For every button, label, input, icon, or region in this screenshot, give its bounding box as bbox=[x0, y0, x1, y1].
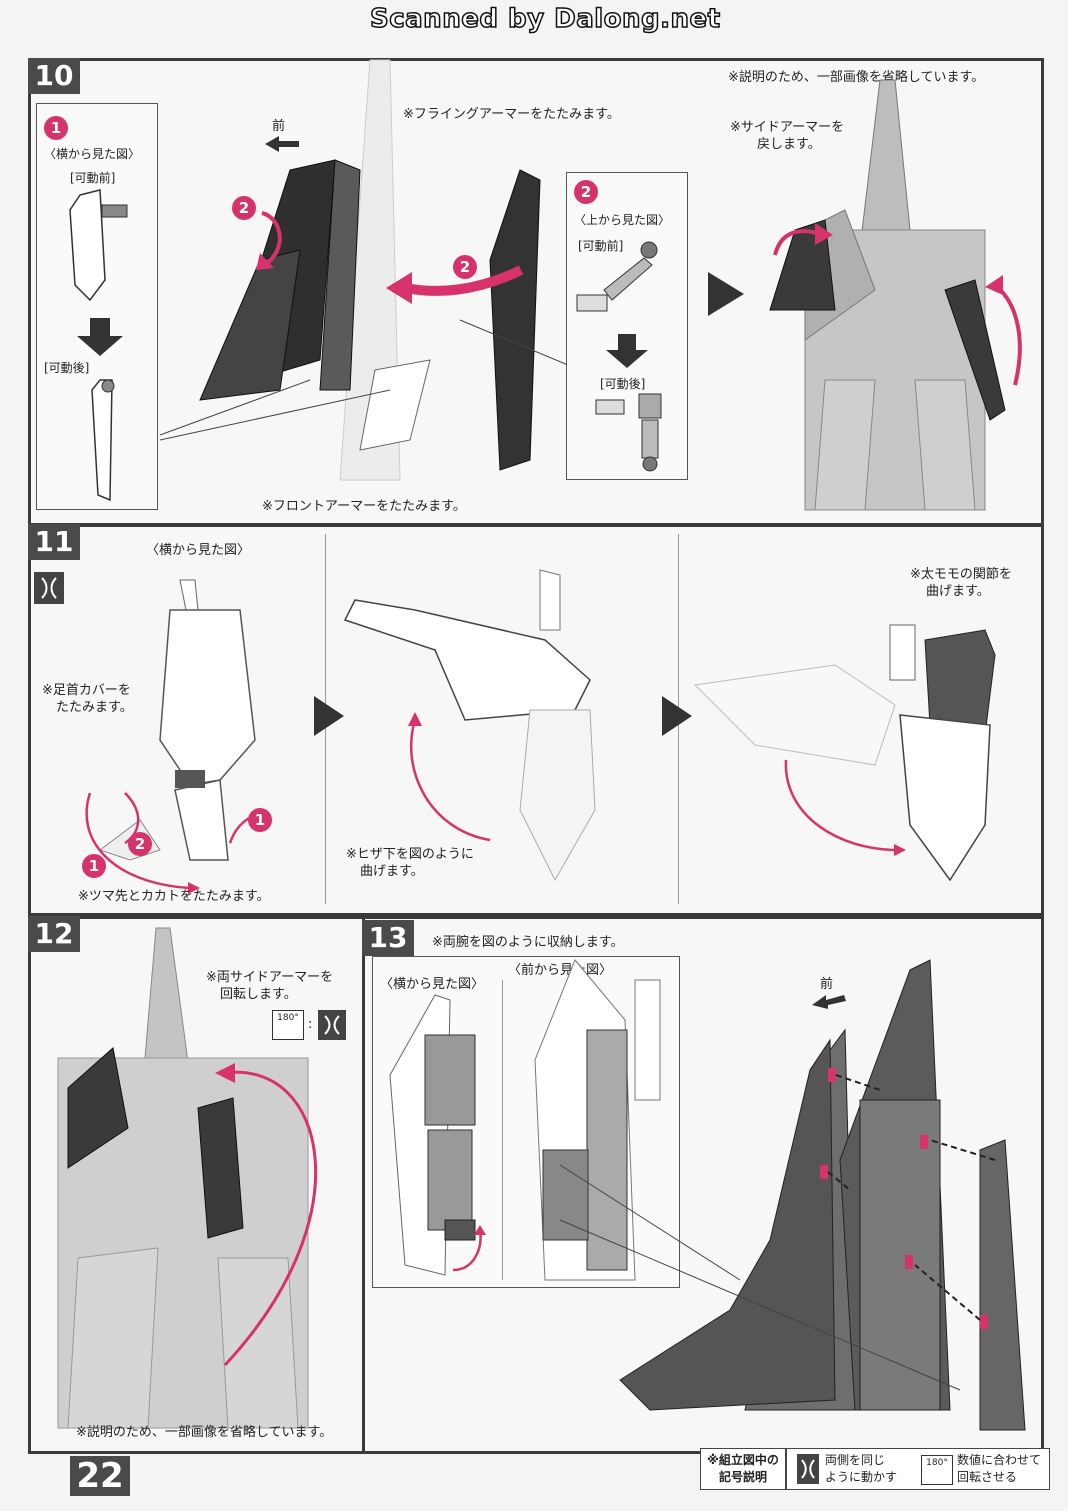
step-11-side-view-label: 〈横から見た図〉 bbox=[146, 543, 251, 558]
legend-both-sides-glyph bbox=[801, 1459, 815, 1479]
step-11-pink-arcs-1 bbox=[85, 792, 261, 894]
step-12-note-rotate-2: 回転します。 bbox=[220, 987, 297, 1002]
step-11-note-ankle-2: たたみます。 bbox=[56, 700, 133, 715]
step-11-marker-1-right: 1 bbox=[248, 808, 272, 832]
step-10-right-illustration bbox=[769, 79, 1006, 511]
step-10-top-down-arrow bbox=[606, 334, 648, 368]
step-10-right-curve-arrows bbox=[773, 223, 1022, 386]
step-10-marker-2b: 2 bbox=[453, 255, 477, 279]
step-10-next-arrow bbox=[708, 272, 744, 316]
step-10-main-illustration bbox=[159, 59, 581, 481]
step-10-note-flying-armor: ※フライングアーマーをたたみます。 bbox=[403, 107, 620, 122]
step-11-marker-2: 2 bbox=[128, 832, 152, 856]
step-11-next-arrow-1 bbox=[314, 696, 344, 736]
step-11-pink-arc-2 bbox=[408, 712, 491, 842]
step-11-note-thigh-2: 曲げます。 bbox=[926, 584, 990, 599]
step-13-front-label: 前 bbox=[820, 977, 834, 992]
step-11-pink-arc-3 bbox=[784, 759, 906, 856]
step-11-next-arrow-2 bbox=[662, 696, 692, 736]
legend-item2-2: 回転させる bbox=[957, 1470, 1018, 1484]
step-10-side-after-illustration bbox=[91, 379, 115, 502]
step-13-pink-arc bbox=[452, 1225, 486, 1272]
step-10-note-side-armor-2: 戻します。 bbox=[757, 137, 821, 152]
step-13-front-arrow bbox=[812, 995, 846, 1009]
legend-rotate-text: 180° bbox=[926, 1458, 948, 1468]
step-10-number: 10 bbox=[28, 58, 80, 94]
step-11-note-ankle-1: ※足首カバーを bbox=[42, 683, 131, 698]
symbol-legend: ※組立図中の 記号説明 両側を同じ ように動かす 180° 数値に合わせて 回転… bbox=[700, 1448, 1050, 1490]
page-number: 22 bbox=[70, 1456, 130, 1496]
step-12-both-sides-icon bbox=[324, 1015, 340, 1035]
step-10-pink-left-arrow bbox=[386, 265, 524, 304]
step-10-after-label: [可動後] bbox=[44, 361, 90, 375]
step-10-marker-1: 1 bbox=[44, 116, 68, 140]
step-10-curve-arrow bbox=[256, 211, 282, 270]
step-10-side-view-label: 〈横から見た図〉 bbox=[44, 147, 141, 161]
step-10-note-side-armor-1: ※サイドアーマーを bbox=[730, 120, 845, 135]
step-10-top-marker-2: 2 bbox=[574, 180, 598, 204]
step-12-colon: : bbox=[308, 1017, 313, 1032]
step-11-note-knee-2: 曲げます。 bbox=[360, 864, 424, 879]
step-10-top-after-label: [可動後] bbox=[600, 377, 646, 391]
step-10-top-after-illustration bbox=[595, 393, 662, 472]
legend-item2-1: 数値に合わせて bbox=[957, 1453, 1042, 1467]
step-10-before-label: [可動前] bbox=[70, 171, 116, 185]
step-10-note-omit: ※説明のため、一部画像を省略しています。 bbox=[728, 70, 985, 85]
step-13-side-view-label: 〈横から見た図〉 bbox=[380, 977, 485, 992]
step-13-side-view-illustration bbox=[389, 994, 476, 1276]
step-11-leg-illustration-3 bbox=[693, 624, 996, 882]
legend-title-2: 記号説明 bbox=[718, 1470, 767, 1484]
step-10-front-label: 前 bbox=[272, 119, 286, 134]
step-12-number: 12 bbox=[28, 916, 80, 952]
step-10-top-view-label: 〈上から見た図〉 bbox=[574, 213, 671, 227]
legend-title-bg bbox=[701, 1449, 783, 1489]
legend-item1-1: 両側を同じ bbox=[825, 1453, 886, 1467]
rotate-180-text: 180° bbox=[277, 1013, 299, 1023]
step-13-inset-divider bbox=[502, 980, 503, 1280]
step-11-note-thigh-1: ※太モモの関節を bbox=[910, 567, 1012, 582]
rotate-180-symbol: 180° bbox=[272, 1010, 304, 1040]
step-11-note-knee-1: ※ヒザ下を図のように bbox=[346, 847, 474, 862]
step-12-rotate-arc bbox=[215, 1063, 318, 1367]
step-11-number: 11 bbox=[28, 524, 80, 560]
step-13-note-arms: ※両腕を図のように収納します。 bbox=[432, 935, 624, 950]
both-sides-icon bbox=[41, 577, 57, 599]
step-10-note-front-armor: ※フロントアーマーをたたみます。 bbox=[262, 499, 466, 514]
step-10-side-before-illustration bbox=[69, 189, 128, 302]
step-13-front-view-illustration bbox=[534, 959, 661, 1281]
step-13-main-illustration bbox=[559, 959, 1026, 1431]
step-11-note-toe: ※ツマ先とカカトをたたみます。 bbox=[78, 889, 270, 904]
step-12-both-sides-symbol bbox=[318, 1010, 346, 1040]
step-10-down-arrow bbox=[77, 318, 123, 356]
step-12-note-omit: ※説明のため、一部画像を省略しています。 bbox=[76, 1425, 333, 1440]
legend-title-1: ※組立図中の bbox=[707, 1453, 779, 1467]
step-11-leg-illustration-1 bbox=[98, 579, 256, 861]
step-10-marker-2: 2 bbox=[232, 196, 256, 220]
step-11-leg-illustration-2 bbox=[343, 569, 596, 882]
legend-divider bbox=[785, 1449, 787, 1489]
legend-both-sides-icon bbox=[797, 1454, 819, 1484]
legend-rotate-icon: 180° bbox=[921, 1455, 953, 1485]
step-10-front-arrow bbox=[265, 136, 299, 152]
step-11-marker-1-left: 1 bbox=[82, 854, 106, 878]
step-13-number: 13 bbox=[362, 920, 414, 956]
step-12-note-rotate-1: ※両サイドアーマーを bbox=[206, 970, 334, 985]
both-sides-symbol bbox=[34, 572, 64, 604]
step-10-top-before-illustration bbox=[576, 241, 658, 312]
step-10-top-before-label: [可動前] bbox=[578, 239, 624, 253]
step-10-top-view-box bbox=[566, 172, 688, 480]
step-12-illustration bbox=[57, 927, 309, 1429]
scan-credit: Scanned by Dalong.net bbox=[369, 3, 721, 35]
legend-item1-2: ように動かす bbox=[825, 1470, 898, 1484]
